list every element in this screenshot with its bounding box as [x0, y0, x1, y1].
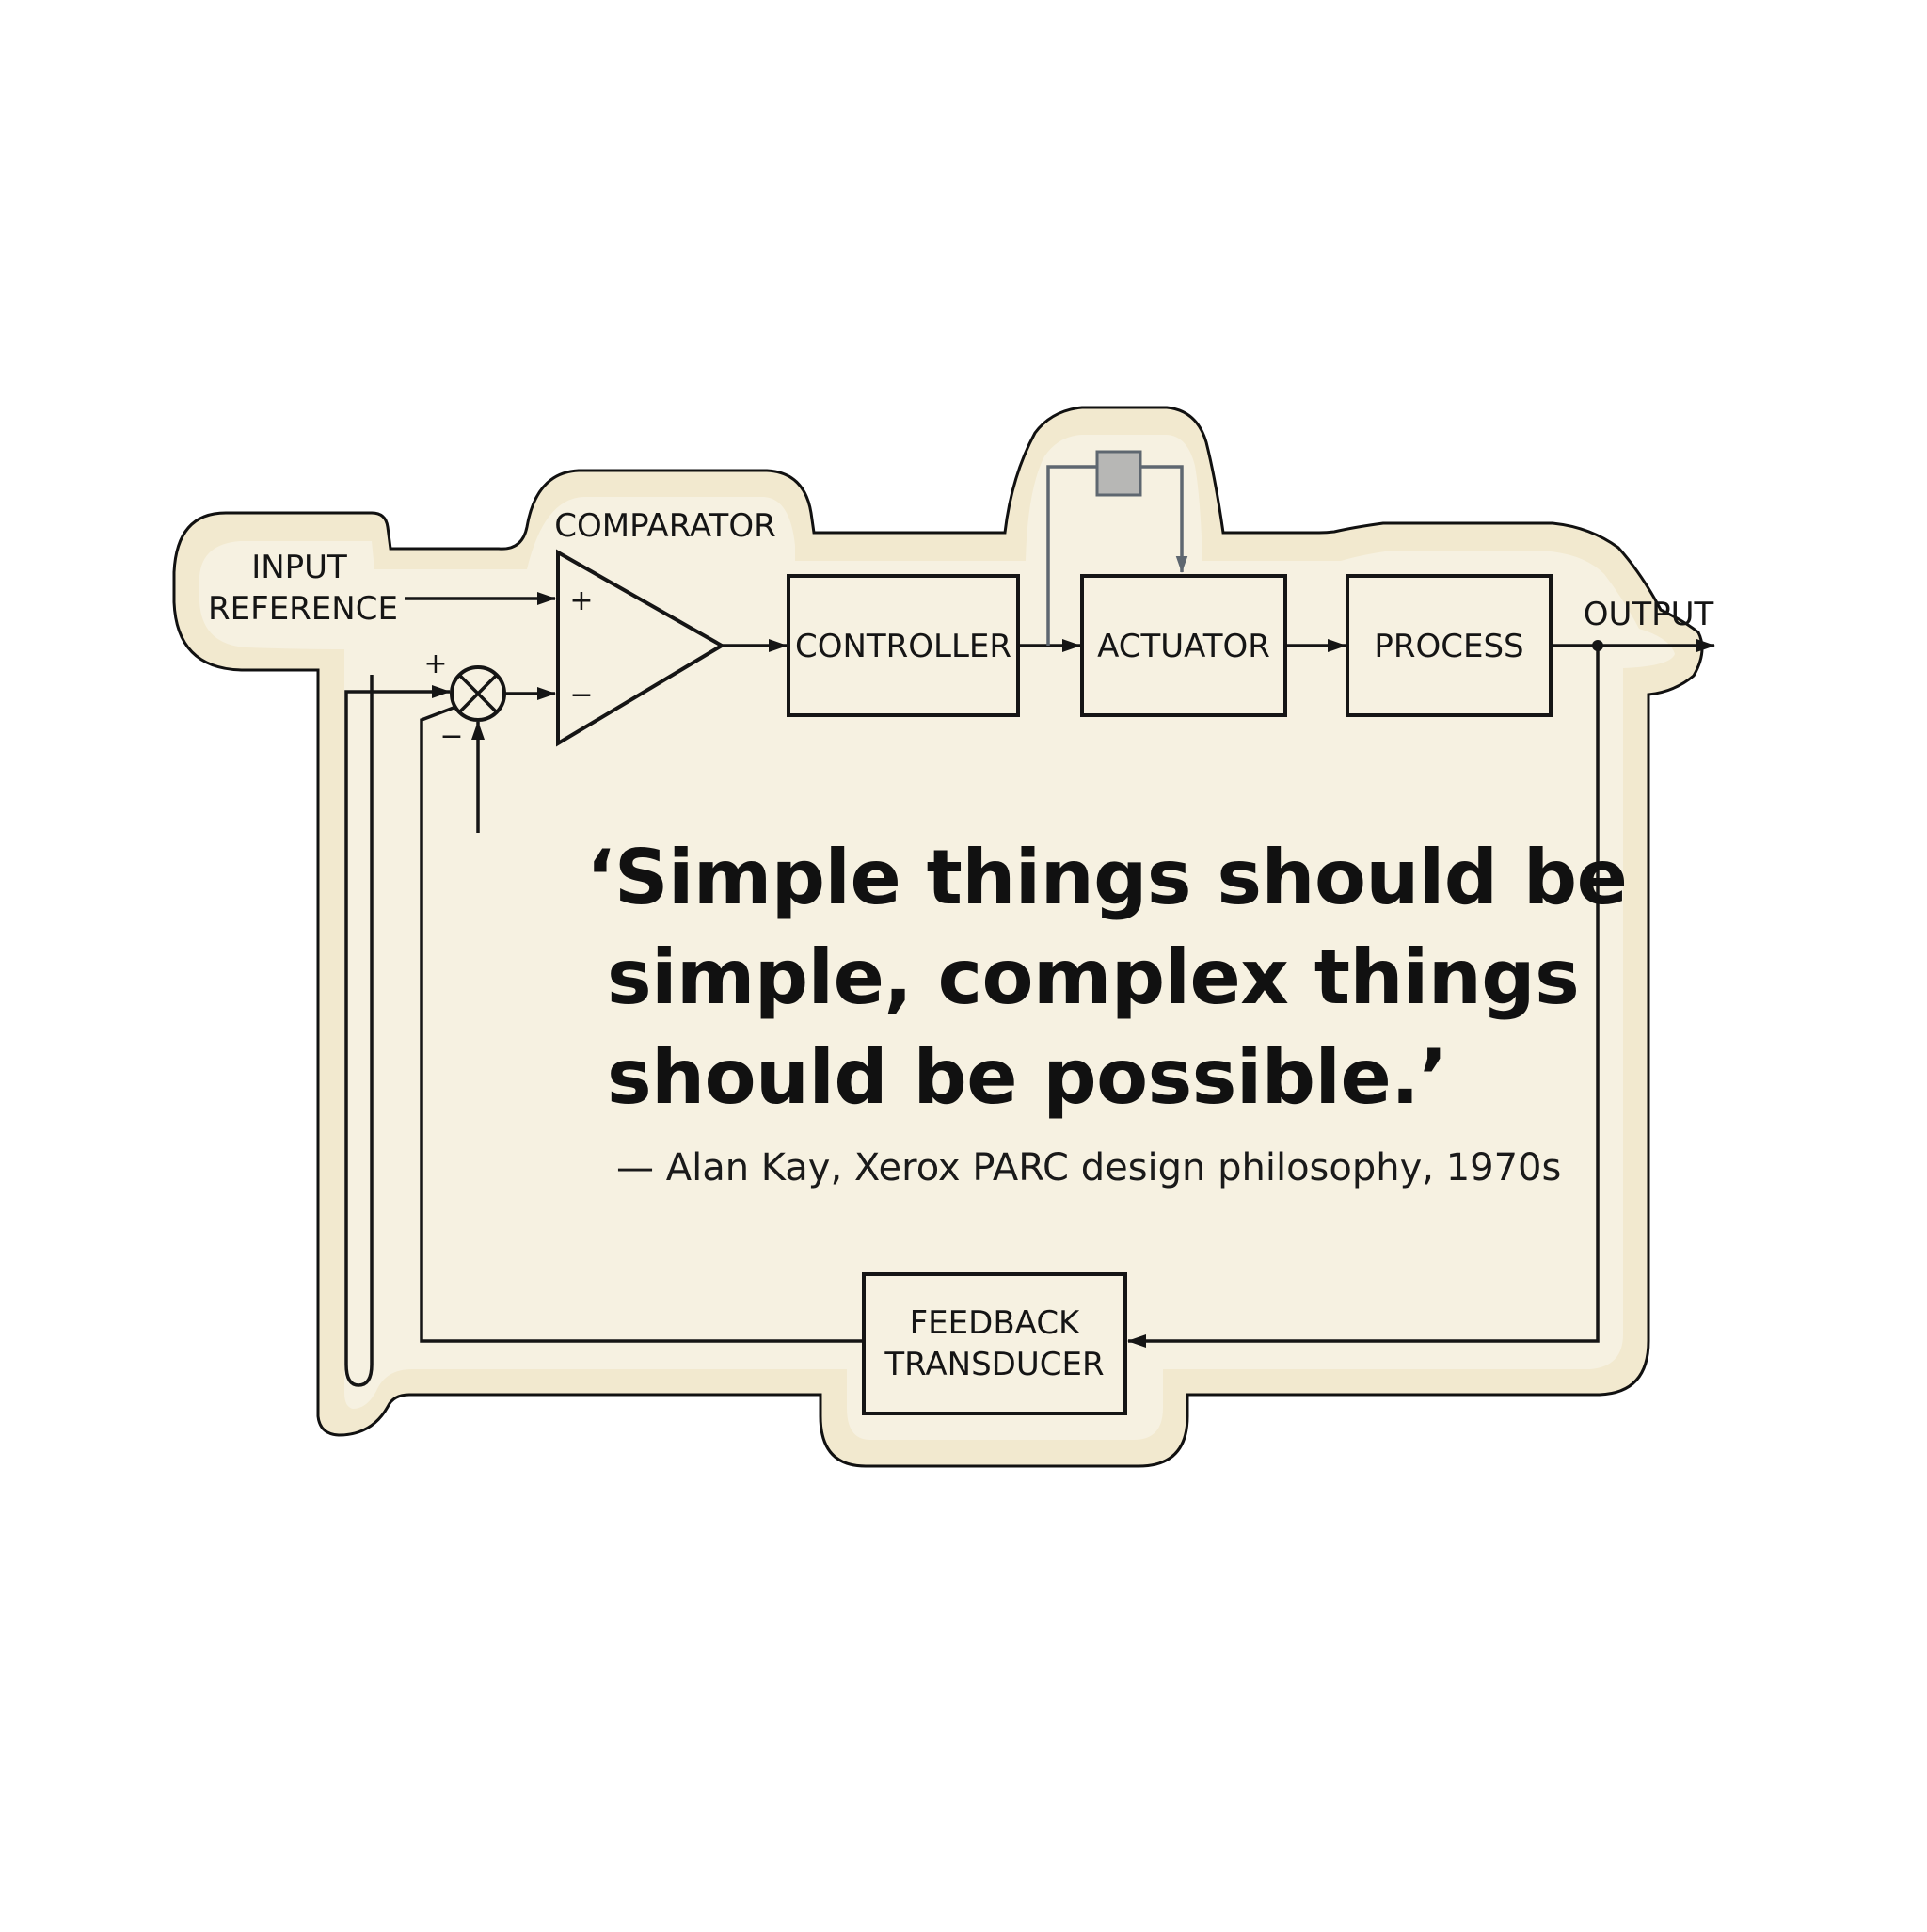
feedback-transducer-block	[862, 1272, 1127, 1415]
summing-junction-cross-b	[457, 673, 499, 714]
input-label-line2: REFERENCE	[208, 590, 398, 628]
quote-attribution: — Alan Kay, Xerox PARC design philosophy…	[616, 1146, 1562, 1190]
input-label-line1: INPUT	[251, 549, 347, 586]
disturbance-tap-line	[1046, 465, 1097, 646]
comparator-triangle	[556, 549, 725, 747]
comparator-minus-sign: −	[569, 679, 593, 711]
process-label: PROCESS	[1374, 628, 1523, 665]
feedback-label-line1: FEEDBACK	[910, 1304, 1081, 1342]
reference-loop-path	[344, 675, 451, 1387]
controller-label: CONTROLLER	[795, 628, 1011, 665]
output-label: OUTPUT	[1584, 596, 1714, 633]
feedback-label-line2: TRANSDUCER	[884, 1346, 1104, 1383]
quote-text: ‘Simple things should be simple, complex…	[586, 828, 1628, 1127]
sticker-inner-panel	[199, 435, 1675, 1440]
disturbance-block	[1095, 450, 1142, 497]
quote-line-2: simple, complex things	[607, 934, 1580, 1021]
summing-minus-sign: −	[439, 720, 463, 753]
quote-line-1: ‘Simple things should be	[586, 834, 1628, 921]
comparator-plus-sign: +	[569, 584, 593, 617]
feedback-path-right	[1127, 646, 1600, 1348]
feedback-path-left	[420, 706, 864, 1343]
comparator-label: COMPARATOR	[554, 507, 775, 545]
quote-line-3: should be possible.’	[607, 1033, 1448, 1121]
disturbance-to-actuator-arrow	[1140, 465, 1188, 573]
actuator-label: ACTUATOR	[1097, 628, 1270, 665]
summing-plus-sign: +	[423, 647, 447, 680]
